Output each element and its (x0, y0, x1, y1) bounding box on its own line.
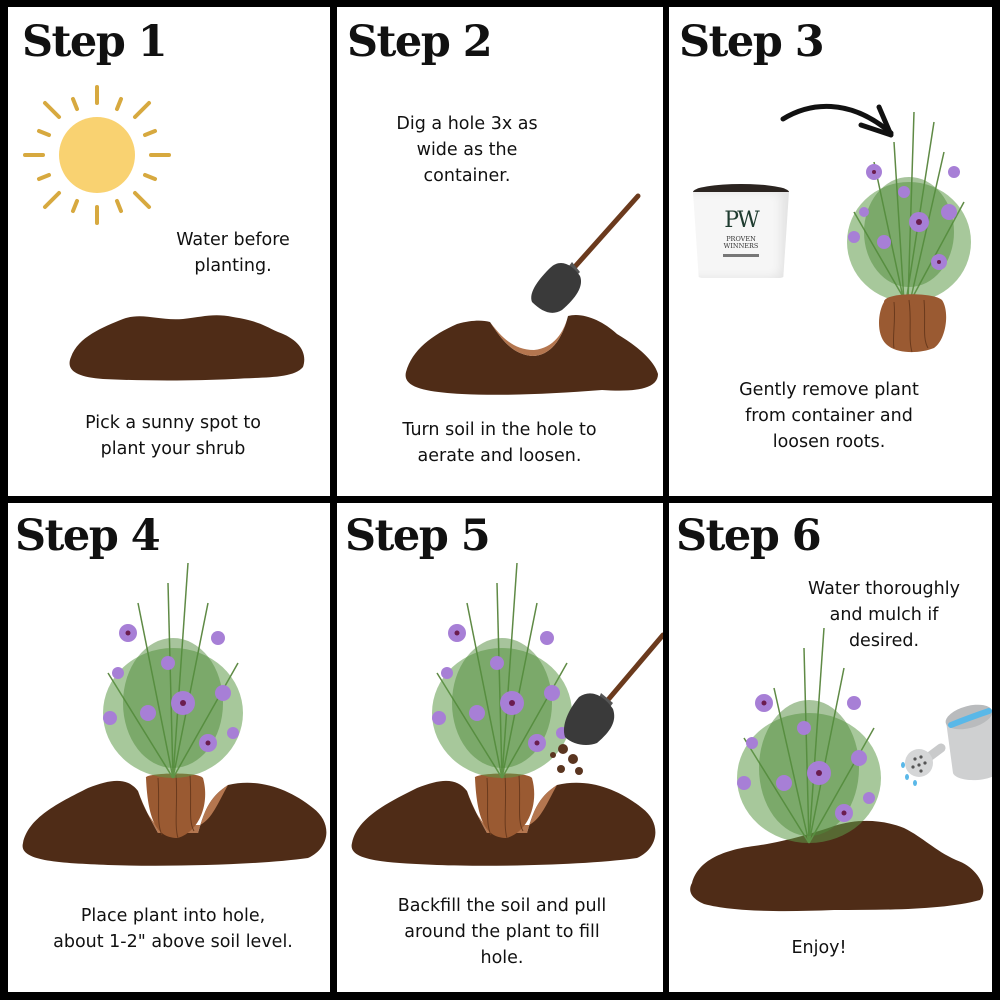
step-3-title: Step 3 (679, 17, 825, 67)
caption-line: plant your shrub (100, 439, 246, 459)
step-6-panel: Step 6 Water thoroughly and mulch if des… (669, 503, 992, 992)
step-4-title: Step 4 (15, 511, 161, 561)
step-1-panel: Step 1 Water before planting. Pick (8, 7, 330, 496)
step-1-caption-bottom: Pick a sunny spot to plant your shrub (48, 410, 298, 462)
step-1-caption-top: Water before planting. (148, 227, 318, 279)
shrub-in-hole-icon (351, 562, 656, 866)
caption-line: Water before (176, 230, 290, 250)
planted-shrub-icon (690, 627, 984, 912)
caption-line: Pick a sunny spot to (85, 413, 261, 433)
step-2-panel: Step 2 Dig a hole 3x as wide as the cont… (337, 7, 663, 496)
step-4-panel: Step 4 Place plant into hole, about 1-2"… (8, 503, 330, 992)
caption-line: Enjoy! (791, 938, 847, 958)
caption-line: Backfill the soil and pull (397, 896, 607, 916)
caption-line: planting. (194, 256, 272, 276)
step-6-title: Step 6 (676, 511, 822, 561)
caption-line: Turn soil in the hole to (402, 420, 597, 440)
pot-logo: PW (724, 208, 759, 233)
step-3-panel: Step 3 PW PROVEN WINNERS Gently remove p… (669, 7, 992, 496)
step-5-panel: Step 5 Backfill the soil and pull around… (337, 503, 663, 992)
step-6-caption-top: Water thoroughly and mulch if desired. (784, 576, 984, 654)
caption-line: about 1-2" above soil level. (53, 932, 293, 952)
soil-mound-icon (69, 315, 305, 381)
step-6-caption-bottom: Enjoy! (769, 935, 869, 961)
caption-line: from container and (745, 406, 913, 426)
step-4-caption: Place plant into hole, about 1-2" above … (28, 903, 318, 955)
step-2-title: Step 2 (347, 17, 493, 67)
caption-line: around the plant to fill (404, 922, 600, 942)
nursery-pot-icon: PW PROVEN WINNERS (693, 184, 789, 282)
curved-arrow-icon (780, 104, 894, 138)
shrub-with-rootball-icon (847, 111, 971, 353)
shovel-icon (531, 193, 641, 313)
soil-with-hole-icon (405, 314, 658, 395)
caption-line: hole. (480, 948, 524, 968)
caption-line: wide as the (416, 140, 518, 160)
sun-icon (23, 85, 171, 225)
caption-line: and mulch if (829, 605, 939, 625)
caption-line: Water thoroughly (808, 579, 960, 599)
caption-line: Place plant into hole, (80, 906, 266, 926)
caption-line: aerate and loosen. (417, 446, 582, 466)
watering-can-icon (901, 704, 992, 786)
pot-brand-line1: PROVEN (726, 235, 756, 243)
step-3-caption: Gently remove plant from container and l… (709, 377, 949, 455)
caption-line: Gently remove plant (739, 380, 919, 400)
caption-line: desired. (848, 631, 920, 651)
pot-brand-line2: WINNERS (723, 242, 759, 250)
shrub-in-hole-icon (22, 562, 327, 866)
caption-line: container. (423, 166, 511, 186)
shovel-backfill-icon (550, 632, 663, 775)
caption-line: Dig a hole 3x as (396, 114, 538, 134)
step-2-caption-top: Dig a hole 3x as wide as the container. (367, 111, 567, 189)
step-2-caption-bottom: Turn soil in the hole to aerate and loos… (362, 417, 637, 469)
step-1-title: Step 1 (22, 17, 168, 67)
step-5-caption: Backfill the soil and pull around the pl… (362, 893, 642, 971)
step-5-title: Step 5 (345, 511, 491, 561)
caption-line: loosen roots. (772, 432, 886, 452)
